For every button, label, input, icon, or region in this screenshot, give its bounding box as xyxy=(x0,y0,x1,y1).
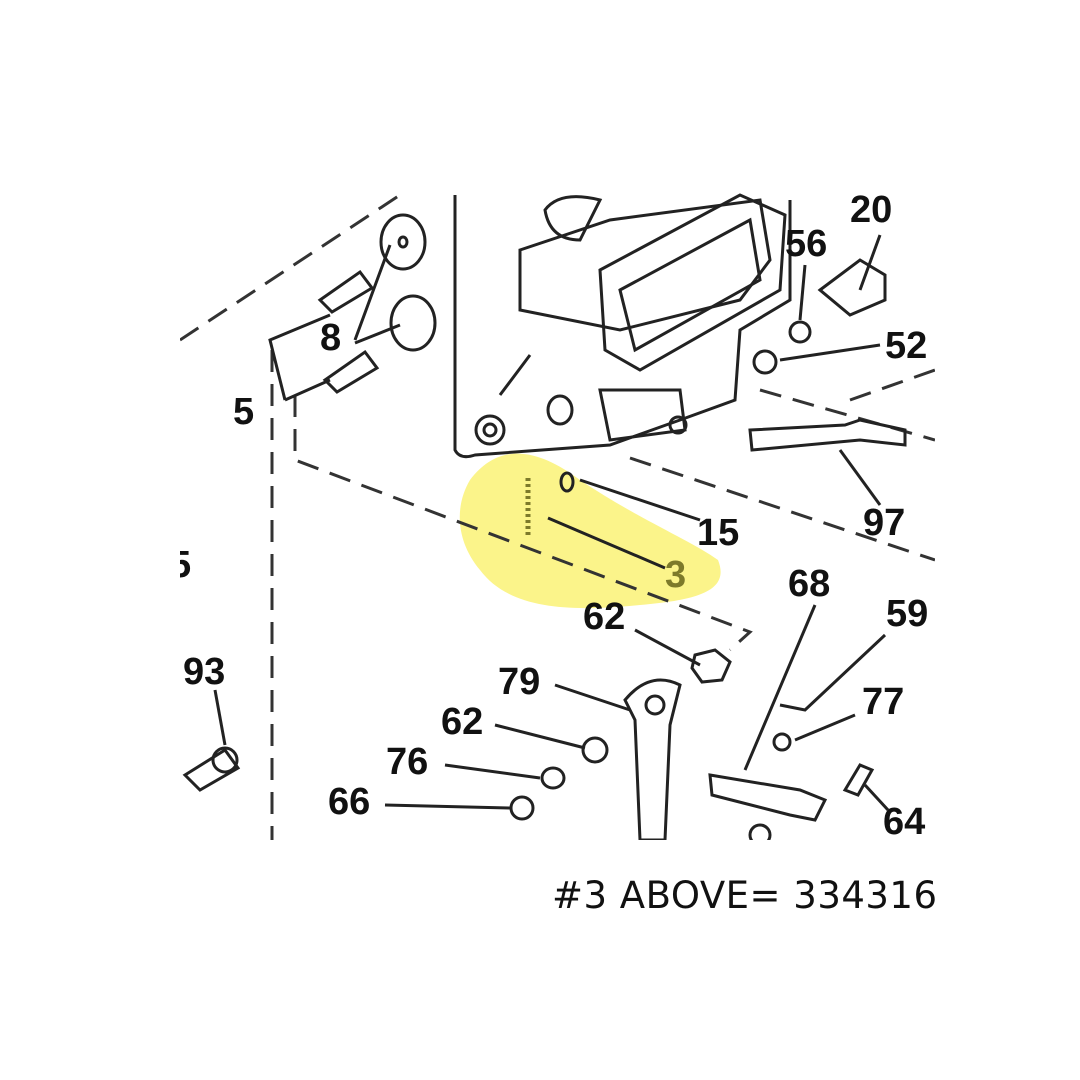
label-68: 68 xyxy=(788,563,830,605)
label-8: 8 xyxy=(320,317,341,359)
label-59: 59 xyxy=(886,593,928,635)
washer-8b xyxy=(389,294,437,352)
label-20: 20 xyxy=(850,189,892,231)
label-52: 52 xyxy=(885,325,927,367)
label-62-top: 62 xyxy=(583,596,625,638)
label-56: 56 xyxy=(785,223,827,265)
label-77: 77 xyxy=(862,681,904,723)
label-97: 97 xyxy=(863,502,905,544)
screw-5b xyxy=(322,349,380,394)
carburetor-body xyxy=(453,193,792,459)
label-15: 15 xyxy=(697,512,739,554)
label-5: 5 xyxy=(233,391,254,433)
label-93: 93 xyxy=(183,651,225,693)
label-66: 66 xyxy=(328,781,370,823)
label-62-bottom: 62 xyxy=(441,701,483,743)
screw-5a xyxy=(317,269,375,314)
label-76: 76 xyxy=(386,741,428,783)
label-64: 64 xyxy=(883,801,925,843)
part-number-caption: #3 ABOVE= 334316 xyxy=(552,874,938,917)
label-79: 79 xyxy=(498,661,540,703)
washer-8a xyxy=(379,213,427,271)
label-5-partial: 5 xyxy=(170,544,191,586)
label-3: 3 xyxy=(665,554,686,596)
highlight-blob xyxy=(459,453,721,609)
